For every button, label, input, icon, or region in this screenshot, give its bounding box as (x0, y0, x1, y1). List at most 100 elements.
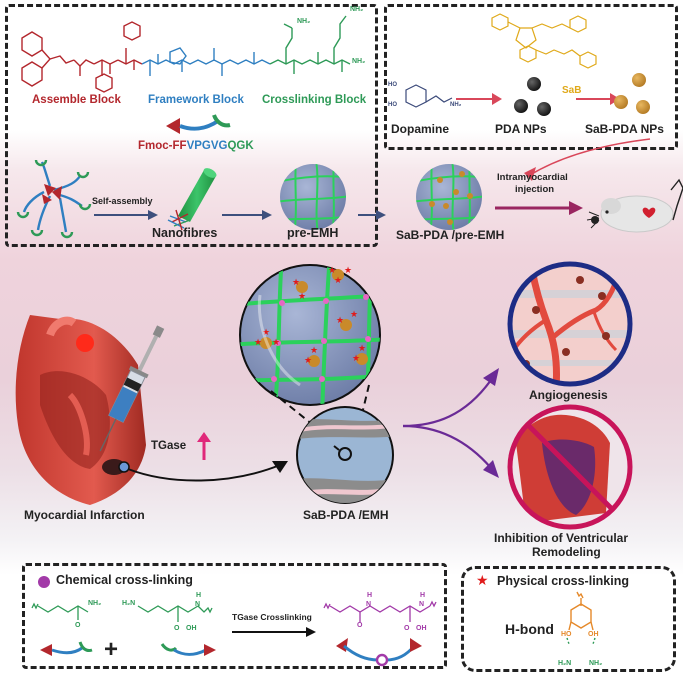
sequence-qgk: QGK (227, 140, 254, 152)
arrow-to-emh-icon (118, 461, 288, 482)
self-assembly-label: Self-assembly (92, 196, 153, 206)
svg-text:★: ★ (272, 338, 280, 348)
sab-label: SaB (562, 85, 582, 96)
svg-text:★: ★ (304, 356, 312, 366)
hbond-star-markers: ★★ ★★★ ★★ ★★★ ★★ ★★ (254, 266, 366, 366)
chem-ho: HO (561, 631, 572, 638)
reactant-icons (40, 641, 216, 656)
chem-o-prod: O (357, 622, 363, 629)
nanofibre-icon (167, 168, 217, 231)
peptide-icon (166, 114, 231, 134)
tgase-crosslinking-label: TGase Crosslinking (232, 612, 312, 622)
emh-zoom-bubble: ★★ ★★★ ★★ ★★★ ★★ ★★ (239, 264, 381, 406)
heart-icon (642, 207, 656, 218)
plus-sign: + (104, 636, 119, 663)
svg-text:★: ★ (328, 266, 336, 276)
nanofibres-label: Nanofibres (152, 226, 218, 240)
arrow-injection-icon (495, 201, 583, 215)
pda-np-icon (537, 102, 551, 116)
chem-oh-prod: OH (416, 625, 427, 632)
dopamine-chem-nh2: NH₂ (450, 102, 462, 108)
chem-h-mid: H (196, 592, 202, 599)
myocardial-infarction-label: Myocardial Infarction (24, 508, 145, 522)
peptide-panel-border (5, 4, 378, 247)
tgase-label: TGase (151, 440, 187, 452)
crosslinked-product-structure (323, 600, 437, 622)
glutamine-structure (31, 602, 89, 620)
crosslinked-product-icon (336, 638, 422, 667)
chem-nh2-phys: NH₂ (589, 660, 603, 667)
red-star-icon: ★ (476, 573, 489, 589)
assemble-block-label: Assemble Block (32, 94, 121, 106)
chem-o-left: O (75, 622, 81, 629)
arrowhead-assemble-icon (166, 118, 180, 134)
chem-h-prod2: H (420, 592, 426, 599)
sab-pda-pre-emh-label: SaB-PDA /pre-EMH (396, 228, 505, 242)
inhibition-bubble (507, 404, 633, 530)
sab-pda-nps-label: SaB-PDA NPs (585, 122, 664, 136)
chem-o-prod2: O (404, 625, 410, 632)
injection-label-line2: injection (515, 184, 555, 195)
arrow-to-pre-emh-icon (222, 210, 272, 220)
framework-block-label: Framework Block (148, 94, 244, 106)
pda-np-icon (527, 77, 541, 91)
purple-dot-icon (38, 576, 50, 588)
dopamine-chem-ho1: HO (388, 82, 397, 88)
chem-n-prod2: N (419, 601, 425, 608)
peptide-sequence: Fmoc-FFVPGVGQGK (138, 140, 254, 152)
chemical-crosslinking-title: Chemical cross-linking (56, 573, 193, 587)
np-loading-arrow (524, 138, 651, 181)
chem-o-mid: O (174, 625, 180, 632)
arrow-self-assembly-icon (94, 210, 158, 220)
fmoc-group (21, 21, 143, 93)
svg-text:★: ★ (344, 266, 352, 276)
svg-text:★: ★ (292, 278, 300, 288)
arrow-tgase-crosslinking-icon (232, 627, 316, 637)
sab-pda-np-icon (614, 95, 628, 109)
sequence-vpgvg: VPGVG (186, 140, 228, 152)
chem-label-nh2-gln: NH₂ (297, 18, 311, 25)
heart-illustration (15, 315, 147, 505)
salvianolic-acid-b-structure (491, 13, 597, 69)
dopamine-chem-ho2: HO (388, 102, 397, 108)
emh-tissue-bubble (296, 406, 394, 504)
tgase-up-arrow-icon (197, 432, 211, 460)
svg-text:★: ★ (298, 292, 306, 302)
chem-oh: OH (588, 631, 599, 638)
pre-emh-label: pre-EMH (287, 226, 339, 240)
physical-crosslinking-panel-border (461, 566, 676, 672)
chem-h-prod1: H (367, 592, 373, 599)
vpgvg-group (141, 47, 271, 76)
outcome-branch-arrows (402, 368, 499, 478)
inhibition-label-line2: Remodeling (532, 545, 601, 559)
svg-text:★: ★ (310, 346, 318, 356)
chem-n-mid: N (195, 601, 201, 608)
svg-text:★: ★ (358, 344, 366, 354)
injection-label-line1: Intramyocardial (497, 172, 568, 183)
chem-label-nh2-top: NH₂ (350, 6, 364, 13)
chem-n-prod1: N (366, 601, 372, 608)
chem-h2n-phys: H₂N (558, 660, 572, 667)
lysine-structure (137, 605, 213, 622)
sequence-fmoc-ff: Fmoc-FF (138, 140, 187, 152)
framework-segment-icon (179, 119, 220, 131)
pda-np-icon (514, 99, 528, 113)
svg-text:★: ★ (336, 316, 344, 326)
dopamine-structure (405, 84, 453, 108)
catechol-structure (566, 591, 596, 645)
peptide-structure (21, 15, 351, 93)
np-synthesis-arrows (456, 93, 620, 105)
angiogenesis-bubble (507, 261, 633, 387)
mouse-icon (586, 178, 683, 233)
crosslinking-block-label: Crosslinking Block (262, 94, 367, 106)
sab-pda-np-icon (632, 73, 646, 87)
hbond-label: H-bond (505, 621, 554, 637)
angiogenesis-label: Angiogenesis (529, 388, 608, 402)
physical-crosslinking-title: Physical cross-linking (497, 574, 629, 588)
sab-pda-nps-cluster (614, 73, 650, 114)
svg-text:★: ★ (254, 338, 262, 348)
crosslink-hook-icon (212, 114, 231, 128)
arrow-to-sab-pda-pre-emh-icon (358, 210, 386, 220)
syringe-icon (99, 325, 165, 452)
sab-pda-pre-emh-sphere (416, 164, 482, 230)
